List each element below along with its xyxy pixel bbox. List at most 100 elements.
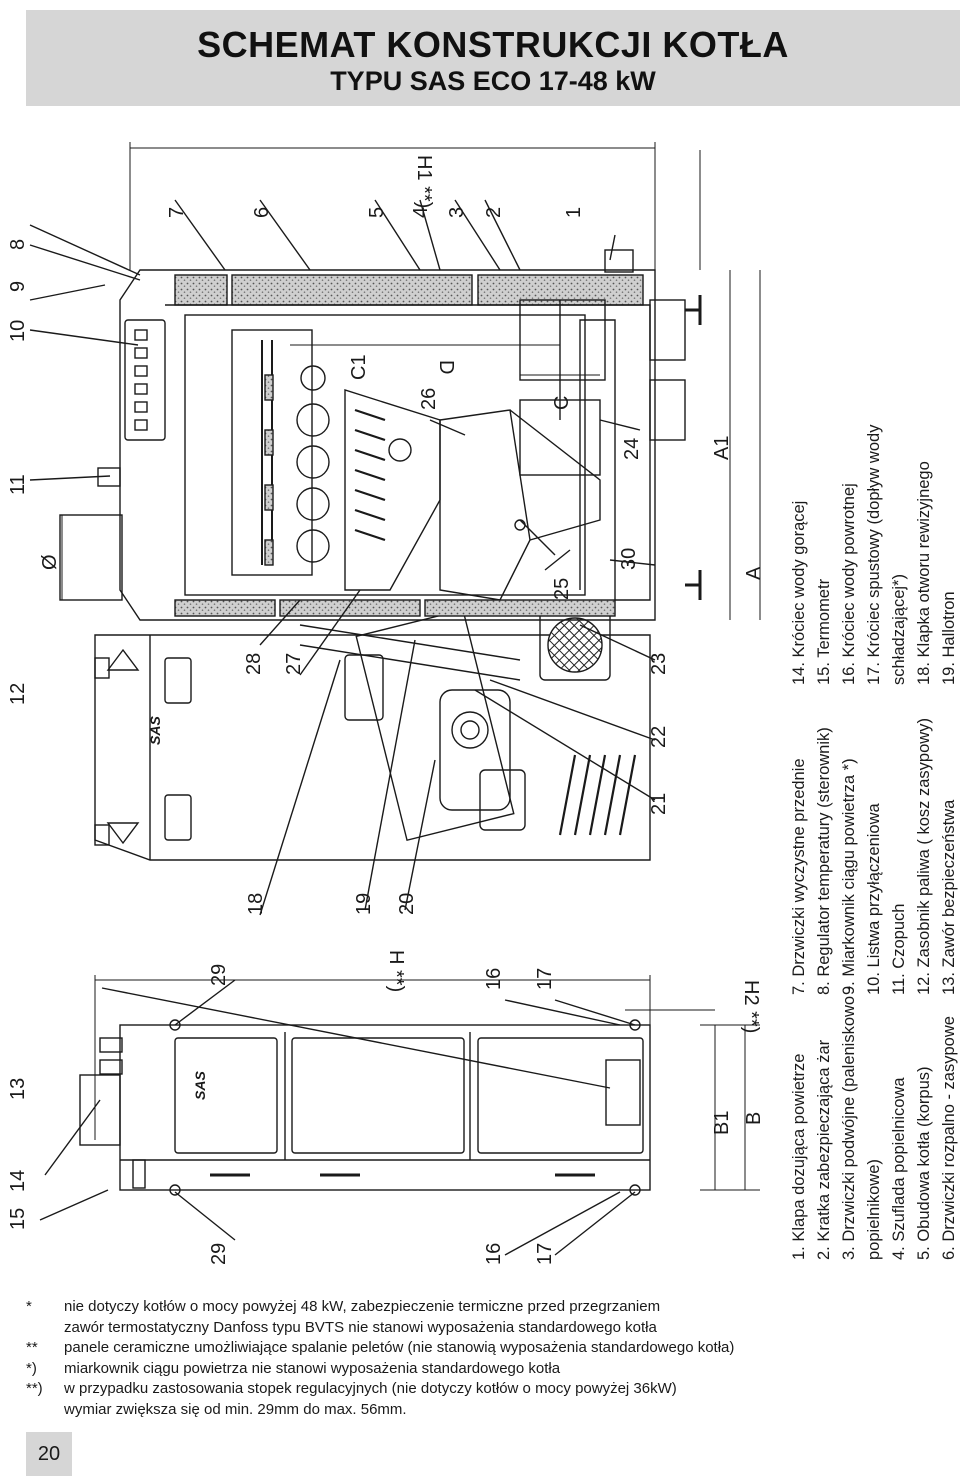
- callout-16-bottom: 16: [483, 1243, 505, 1265]
- legend-item: 12. Zasobnik paliwa ( kosz zasypowy): [915, 718, 933, 995]
- footnote-line: zawór termostatyczny Danfoss typu BVTS n…: [64, 1318, 657, 1336]
- legend-item: 5. Obudowa kotła (korpus): [915, 1066, 933, 1260]
- page-number: 20: [26, 1432, 72, 1476]
- callout-14: 14: [7, 1170, 29, 1192]
- callout-17-bottom: 17: [534, 1243, 556, 1265]
- callout-22: 22: [648, 726, 670, 748]
- hopper-brand-logo: SAS: [147, 716, 163, 745]
- legend-item: 10. Listwa przyłączeniowa: [865, 803, 883, 995]
- callout-5: 5: [366, 207, 388, 218]
- header-band: SCHEMAT KONSTRUKCJI KOTŁA TYPU SAS ECO 1…: [26, 10, 960, 106]
- footnote-line: panele ceramiczne umożliwiające spalanie…: [64, 1339, 735, 1356]
- legend-item: 3. Drzwiczki podwójne (paleniskowo -: [840, 986, 858, 1260]
- legend-item: popielnikowe): [865, 1159, 883, 1260]
- callout-2: 2: [483, 207, 505, 218]
- callout-18: 18: [245, 893, 267, 915]
- callout-24: 24: [621, 438, 643, 460]
- controller-buttons: [134, 329, 148, 431]
- legend-item: 11. Czopuch: [890, 904, 908, 995]
- legend-item: 1. Klapa dozująca powietrze: [790, 1054, 808, 1260]
- footnote-line: miarkownik ciągu powietrza nie stanowi w…: [64, 1359, 561, 1377]
- callout-19: 19: [353, 893, 375, 915]
- hopper-view: SAS: [94, 608, 651, 861]
- footnote-mark: **): [26, 1380, 43, 1397]
- boiler-section: [29, 142, 761, 916]
- dim-diameter: Ø: [39, 554, 61, 570]
- callout-12: 12: [7, 683, 29, 705]
- footnote-line: nie dotyczy kotłów o mocy powyżej 48 kW,…: [64, 1298, 661, 1315]
- legend-item: 17. Króciec spustowy (dopływ wody: [865, 424, 883, 685]
- callout-11: 11: [7, 474, 29, 495]
- callout-labels: 1 2 3 4 5 6 7 8 9 10 11 12 13 14 15 16 1…: [7, 207, 670, 1265]
- legend-item: 7. Drzwiczki wyczystne przednie: [790, 758, 808, 995]
- callout-4: 4: [410, 207, 432, 218]
- callout-1: 1: [563, 207, 585, 218]
- footnote-line: wymiar zwiększa się od min. 29mm do max.…: [64, 1400, 407, 1418]
- callout-16-top: 16: [483, 968, 505, 990]
- boiler-diagram: SAS SAS: [0, 120, 960, 1280]
- legend-item: 14. Króciec wody gorącej: [790, 501, 808, 685]
- footnote-mark: **: [26, 1339, 38, 1356]
- dim-b: B: [743, 1112, 765, 1125]
- callout-26: 26: [418, 388, 440, 410]
- legend-item: 2. Kratka zabezpieczająca żar: [815, 1039, 833, 1260]
- dim-a: A: [743, 566, 765, 580]
- callout-30: 30: [618, 548, 640, 570]
- dim-h1: H1 **): [413, 155, 435, 208]
- ventilation-slots: [558, 754, 637, 836]
- chimney-flue: [59, 514, 123, 601]
- callout-21: 21: [648, 793, 670, 815]
- dim-h: H **): [385, 950, 407, 992]
- legend-item: 6. Drzwiczki rozpalno - zasypowe: [940, 1016, 958, 1260]
- front-view: SAS: [39, 975, 760, 1256]
- callout-3: 3: [446, 207, 468, 218]
- legend-item: 15. Termometr: [815, 578, 833, 685]
- callout-20: 20: [396, 893, 418, 915]
- flue-tubes: [296, 365, 412, 563]
- dim-h2: H2 **): [740, 980, 762, 1033]
- dimension-labels: Ø C C1 D A A1 B B1 H **) H1 **) H2 **): [39, 155, 765, 1135]
- callout-23: 23: [648, 653, 670, 675]
- footnote: ** panele ceramiczne umożliwiające spala…: [26, 1338, 926, 1359]
- callout-7: 7: [166, 207, 188, 218]
- footnote: * nie dotyczy kotłów o mocy powyżej 48 k…: [26, 1297, 926, 1338]
- legend-item: 13. Zawór bezpieczeństwa: [940, 799, 958, 995]
- dim-b1: B1: [711, 1111, 733, 1135]
- section-outline: [119, 269, 656, 621]
- legend-item: 4. Szuflada popielnicowa: [890, 1077, 908, 1260]
- legend: 1. Klapa dozująca powietrze 2. Kratka za…: [790, 424, 958, 1260]
- dim-a1: A1: [711, 436, 733, 460]
- callout-29-top: 29: [208, 964, 230, 986]
- page-title: SCHEMAT KONSTRUKCJI KOTŁA: [197, 24, 789, 65]
- callout-9: 9: [7, 281, 29, 292]
- callout-13: 13: [7, 1078, 29, 1100]
- dim-d: D: [435, 360, 457, 374]
- footnote-mark: *): [26, 1359, 37, 1377]
- callout-15: 15: [7, 1208, 29, 1230]
- callout-6: 6: [251, 207, 273, 218]
- dim-c1: C1: [348, 354, 370, 380]
- footnote-mark: *: [26, 1298, 32, 1315]
- footnotes: * nie dotyczy kotłów o mocy powyżej 48 k…: [26, 1297, 926, 1420]
- front-view-body: [119, 1024, 651, 1191]
- callout-10: 10: [7, 320, 29, 342]
- legend-item: 8. Regulator temperatury (sterownik): [815, 727, 833, 995]
- callout-28: 28: [243, 653, 265, 675]
- boiler-diagram-svg: SAS SAS: [7, 142, 958, 1265]
- adjustable-feet: [685, 295, 702, 600]
- footnote-line: w przypadku zastosowania stopek regulacy…: [64, 1380, 677, 1397]
- legend-item: 16. Króciec wody powrotnej: [840, 483, 858, 685]
- legend-item: 19. Hallotron: [940, 591, 958, 685]
- legend-item: schładzającej*): [890, 574, 908, 685]
- callout-17-top: 17: [534, 968, 556, 990]
- callout-29-bottom: 29: [208, 1243, 230, 1265]
- legend-item: 9. Miarkownik ciągu powietrza *): [840, 758, 858, 995]
- callout-8: 8: [7, 239, 29, 250]
- callout-25: 25: [551, 578, 573, 600]
- page-subtitle: TYPU SAS ECO 17-48 kW: [330, 66, 656, 96]
- grate-bars: [354, 408, 386, 542]
- footnote: *) miarkownik ciągu powietrza nie stanow…: [26, 1359, 926, 1380]
- legend-item: 18. Klapka otworu rewizyjnego: [915, 461, 933, 685]
- footnote: **) w przypadku zastosowania stopek regu…: [26, 1379, 926, 1420]
- front-brand-logo: SAS: [192, 1071, 208, 1100]
